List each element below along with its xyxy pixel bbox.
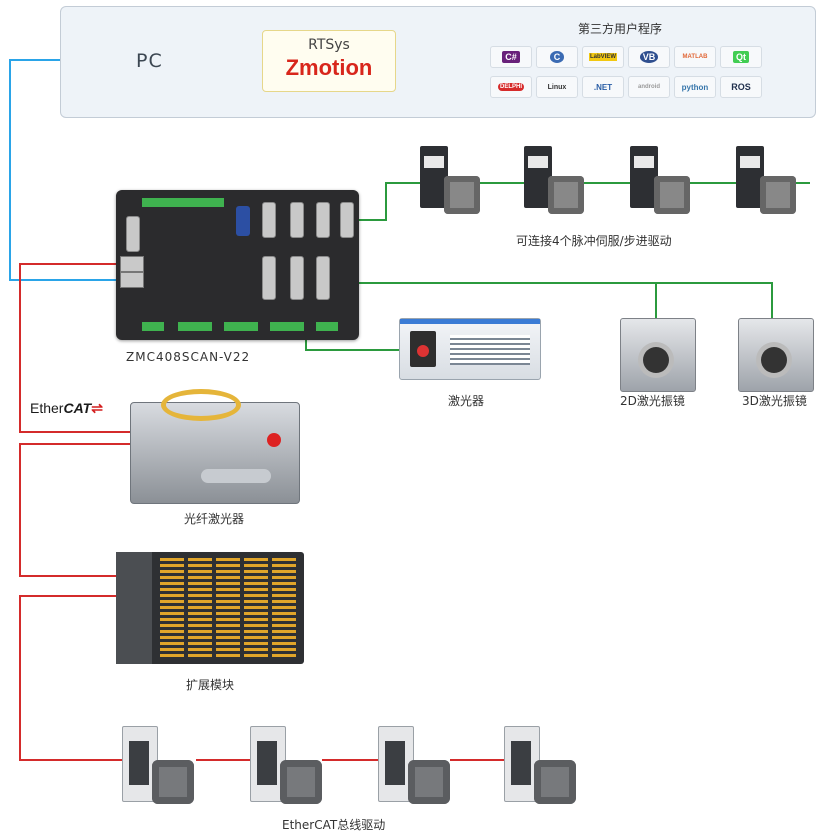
third-party-logo-grid: C# C LabVIEW VB MATLAB Qt DELPHI Linux .…: [490, 46, 770, 106]
ethercat-drive-4: [498, 726, 578, 808]
logo-label: VB: [639, 51, 659, 63]
logo-label: C#: [502, 51, 520, 63]
db-port-1: [262, 202, 276, 238]
logo-label: DELPHI: [497, 83, 524, 91]
zmotion-brand: Zmotion: [285, 55, 373, 80]
ethercat-drive-3: [372, 726, 452, 808]
controller-model-label: ZMC408SCAN-V22: [126, 350, 251, 364]
galvo-3d-caption: 3D激光振镜: [742, 394, 807, 408]
laser-unit: [399, 318, 541, 380]
ethercat-drive-2: [244, 726, 324, 808]
android-logo: android: [628, 76, 670, 98]
ethercat-cable-fiber-expansion: [19, 443, 130, 577]
io-terminal-top: [142, 198, 224, 207]
ethercat-logo-bold: CAT: [63, 400, 92, 416]
pulse-servo-2: [522, 146, 586, 218]
rs232-port: [126, 216, 140, 252]
db-port-7: [316, 256, 330, 300]
galvo-3d: [738, 318, 814, 392]
ethercat-logo: EtherCAT⇌: [30, 400, 103, 417]
ethernet-port-1: [120, 256, 144, 272]
io-terminal-1: [142, 322, 164, 331]
delphi-logo: DELPHI: [490, 76, 532, 98]
pc-label: PC: [136, 50, 163, 72]
io-terminal-2: [178, 322, 212, 331]
db-port-5: [262, 256, 276, 300]
io-terminal-3: [224, 322, 258, 331]
db-port-6: [290, 256, 304, 300]
logo-label: .NET: [593, 82, 613, 92]
ethercat-cable-controller-fiber: [19, 263, 130, 433]
ethernet-cable: [9, 59, 120, 281]
pulse-servo-1: [418, 146, 482, 218]
logo-label: MATLAB: [682, 54, 708, 60]
linux-logo: Linux: [536, 76, 578, 98]
galvo-2d: [620, 318, 696, 392]
ethercat-drives-caption: EtherCAT总线驱动: [282, 818, 386, 832]
logo-label: ROS: [731, 82, 751, 92]
csharp-logo: C#: [490, 46, 532, 68]
python-logo: python: [674, 76, 716, 98]
vb-logo: VB: [628, 46, 670, 68]
ethernet-port-2: [120, 272, 144, 288]
logo-label: Linux: [547, 83, 567, 91]
vga-port: [236, 206, 250, 236]
dotnet-logo: .NET: [582, 76, 624, 98]
logo-label: python: [681, 82, 709, 92]
matlab-logo: MATLAB: [674, 46, 716, 68]
ethercat-logo-text: Ether: [30, 400, 64, 416]
labview-logo: LabVIEW: [582, 46, 624, 68]
io-terminal-5: [316, 322, 338, 331]
logo-label: LabVIEW: [588, 53, 617, 61]
fiber-laser: [130, 389, 300, 504]
expansion-caption: 扩展模块: [186, 678, 235, 692]
ethercat-cable-expansion-drives: [19, 595, 128, 761]
pulse-servo-caption: 可连接4个脉冲伺服/步进驱动: [516, 234, 672, 248]
pulse-servo-4: [734, 146, 798, 218]
logo-label: Qt: [733, 51, 749, 63]
ros-logo: ROS: [720, 76, 762, 98]
c-logo: C: [536, 46, 578, 68]
third-party-title: 第三方用户程序: [577, 22, 662, 36]
logo-label: android: [638, 84, 660, 90]
fiber-laser-caption: 光纤激光器: [184, 512, 245, 526]
qt-logo: Qt: [720, 46, 762, 68]
galvo-cable: [322, 282, 773, 320]
logo-label: C: [549, 51, 565, 63]
ethercat-drive-1: [116, 726, 196, 808]
expansion-module: [116, 552, 304, 664]
ethercat-arrows-icon: ⇌: [91, 400, 103, 416]
galvo-2d-caption: 2D激光振镜: [620, 394, 685, 408]
io-terminal-4: [270, 322, 304, 331]
rtsys-zmotion-logo: RTSys Zmotion: [262, 30, 396, 92]
pulse-servo-3: [628, 146, 692, 218]
laser-caption: 激光器: [448, 394, 485, 408]
rtsys-label: RTSys: [308, 37, 350, 53]
db-port-4: [340, 202, 354, 238]
db-port-3: [316, 202, 330, 238]
db-port-2: [290, 202, 304, 238]
